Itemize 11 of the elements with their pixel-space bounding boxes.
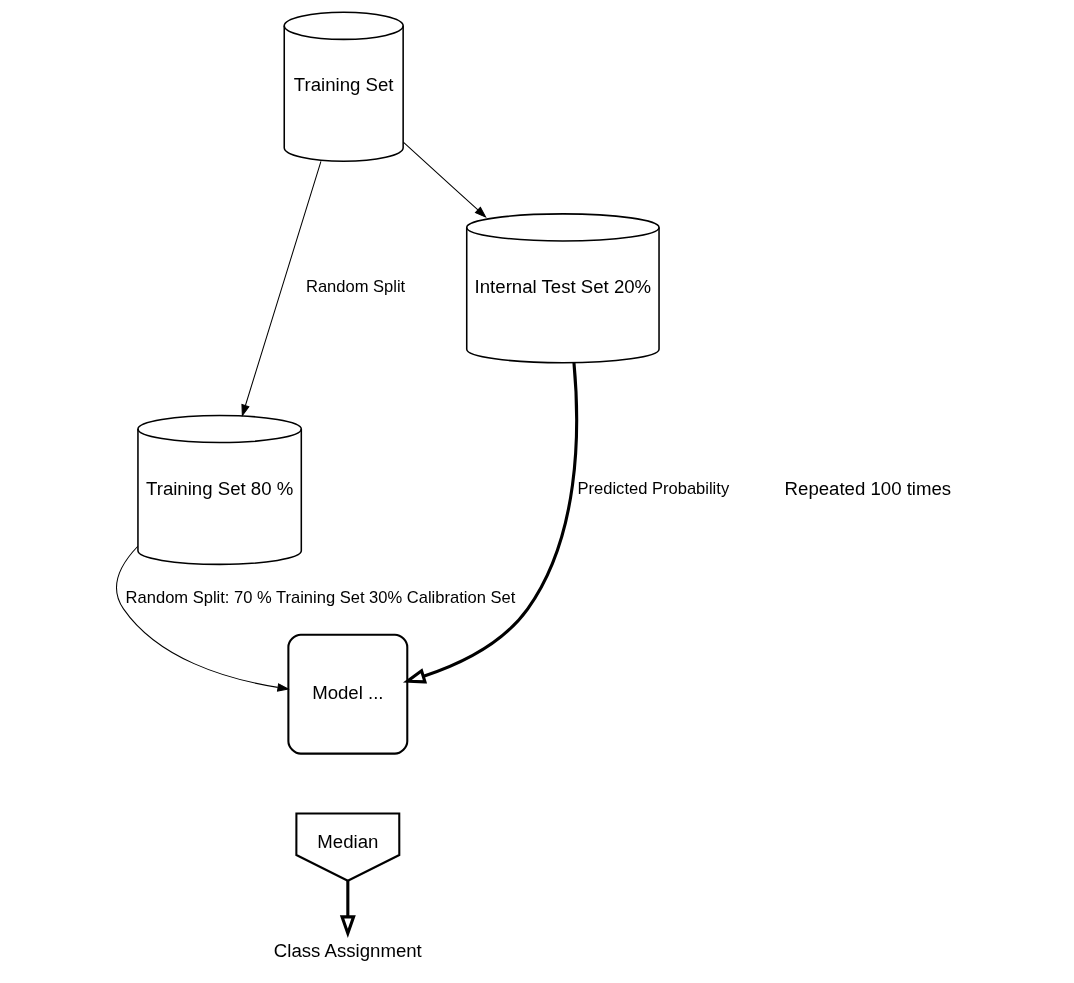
label: Repeated 100 times xyxy=(784,477,951,499)
node-box: Model ... xyxy=(286,633,408,755)
arrow xyxy=(115,545,290,692)
arrow xyxy=(402,362,578,684)
node-text: Class Assignment xyxy=(273,939,422,961)
edge-label: Random Split xyxy=(305,277,405,297)
arrow xyxy=(402,141,487,218)
edge-label: Predicted Probability xyxy=(577,478,729,498)
arrow xyxy=(240,160,321,417)
edge-label: Random Split: 70 % Training Set 30% Calibration Set xyxy=(125,588,515,608)
arrow xyxy=(339,880,356,939)
